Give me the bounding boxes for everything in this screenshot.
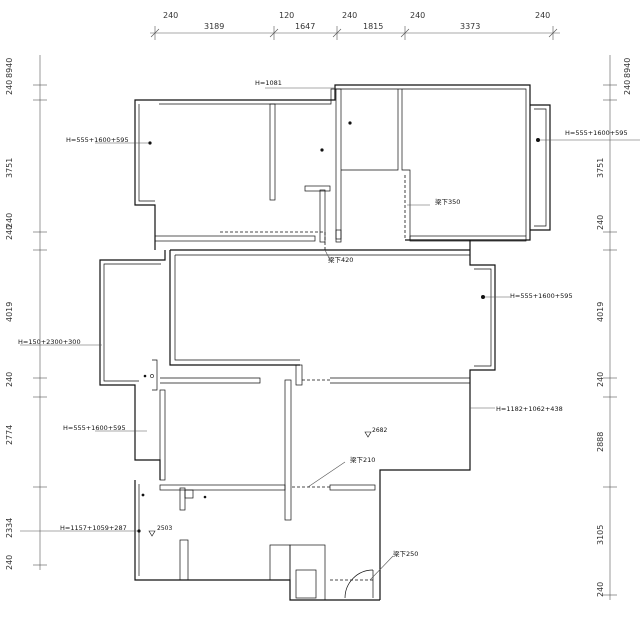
level-marker-2 <box>148 530 156 537</box>
leaders <box>20 87 640 581</box>
exterior-walls <box>99 84 551 601</box>
right-dim-5: 240 <box>596 372 605 387</box>
beam-lines <box>220 175 406 599</box>
left-dim-0: 240 <box>5 80 14 95</box>
label-beam-210: 梁下210 <box>350 455 375 464</box>
fixture-dot-2 <box>320 148 324 152</box>
top-dim-2: 120 <box>279 11 294 20</box>
leader-dot-3 <box>481 295 485 299</box>
label-window-left-lower: H=555+1600+595 <box>63 424 126 432</box>
label-window-left-mid: H=150+2300+300 <box>18 338 81 346</box>
right-dim-7: 3105 <box>596 525 605 545</box>
left-dimension-chain: 240 8940 240 3751 240 4019 240 2774 2334… <box>5 55 47 570</box>
left-dim-5: 4019 <box>5 302 14 322</box>
top-dim-5: 1815 <box>363 22 383 31</box>
annotations: H=1081 H=555+1600+595 H=555+1600+595 梁下3… <box>18 79 628 558</box>
fixture-dot-6 <box>203 495 207 499</box>
top-dim-1: 3189 <box>204 22 224 31</box>
top-dim-6: 240 <box>410 11 425 20</box>
right-dim-3: 240 <box>596 215 605 230</box>
leader-dot-2 <box>536 138 540 142</box>
top-dim-0: 240 <box>163 11 178 20</box>
label-window-right-mid: H=555+1600+595 <box>510 292 573 300</box>
left-dim-4: 240 <box>5 213 14 228</box>
label-window-right-lower: H=1182+1062+438 <box>496 405 563 413</box>
fixture-dot-3 <box>143 374 147 378</box>
label-level-2503: 2503 <box>157 525 172 532</box>
left-dim-8: 2334 <box>5 518 14 538</box>
interior-walls <box>152 88 527 601</box>
label-beam-350: 梁下350 <box>435 197 460 206</box>
top-dim-4: 240 <box>342 11 357 20</box>
fixture-dot-1 <box>348 121 352 125</box>
label-window-left-top: H=555+1600+595 <box>66 136 129 144</box>
fixture-dot-4 <box>150 374 154 378</box>
left-dim-9: 240 <box>5 555 14 570</box>
top-dim-8: 240 <box>535 11 550 20</box>
right-dim-0: 240 <box>623 80 632 95</box>
label-window-left-bottom: H=1157+1059+287 <box>60 524 127 532</box>
left-dim-2: 240 <box>5 225 14 240</box>
left-dim-3: 3751 <box>5 158 14 178</box>
right-dimension-chain: 240 8940 3751 240 4019 240 2888 3105 240 <box>596 55 632 600</box>
label-level-2682: 2682 <box>372 427 387 434</box>
top-dimension-chain: 240 3189 120 1647 240 1815 240 3373 240 <box>150 11 560 40</box>
label-beam-420: 梁下420 <box>328 255 353 264</box>
right-dim-8: 240 <box>596 582 605 597</box>
right-dim-6: 2888 <box>596 432 605 452</box>
top-dim-3: 1647 <box>295 22 315 31</box>
left-dim-1: 8940 <box>5 58 14 78</box>
level-marker-1 <box>364 431 372 438</box>
leader-dot-1 <box>148 141 152 145</box>
fixture-dot-5 <box>141 493 145 497</box>
right-dim-1: 8940 <box>623 58 632 78</box>
label-window-right-top: H=555+1600+595 <box>565 129 628 137</box>
leader-dot-4 <box>137 529 141 533</box>
label-beam-250: 梁下250 <box>393 549 418 558</box>
left-dim-7: 2774 <box>5 425 14 445</box>
right-dim-2: 3751 <box>596 158 605 178</box>
top-dim-7: 3373 <box>460 22 480 31</box>
label-h1081: H=1081 <box>255 79 282 87</box>
right-dim-4: 4019 <box>596 302 605 322</box>
door-swing <box>344 569 374 599</box>
left-dim-6: 240 <box>5 372 14 387</box>
